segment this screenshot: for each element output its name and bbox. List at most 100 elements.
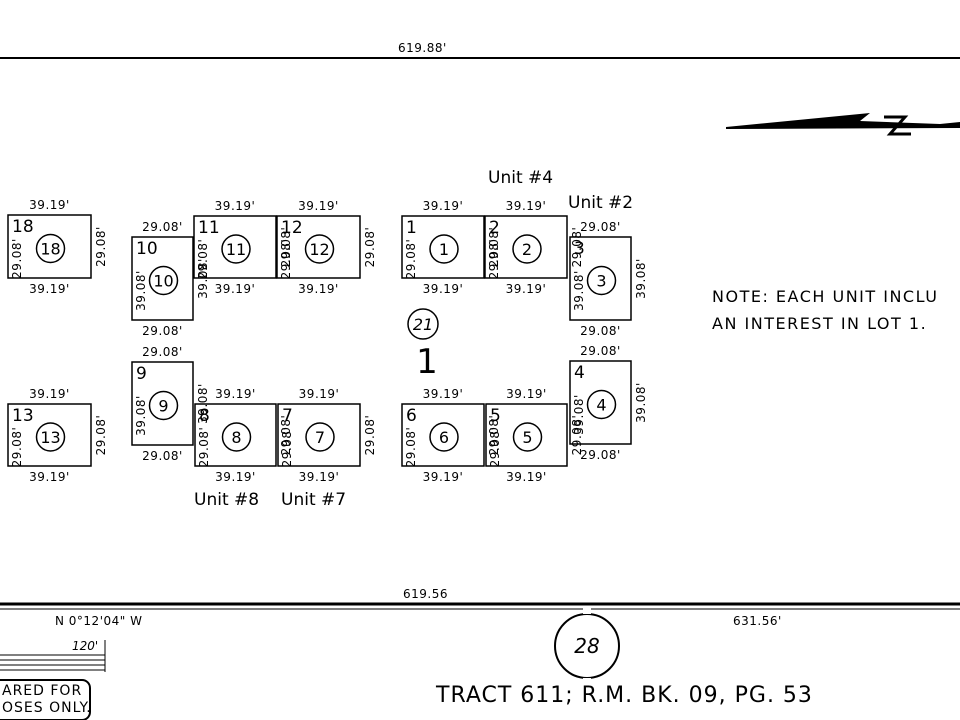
lot-21-number: 21 <box>413 315 433 334</box>
unit-boundary <box>401 215 485 279</box>
unit-circle-number: 13 <box>40 428 60 447</box>
dim-right: 29.08' <box>363 227 377 268</box>
dim-top: 39.19' <box>299 387 340 401</box>
dim-top: 39.19' <box>29 387 70 401</box>
note-line-1: NOTE: EACH UNIT INCLU <box>712 287 938 306</box>
dim-right: 29.08' <box>279 415 293 456</box>
unit-boundary <box>131 361 194 446</box>
unit-number: 7 <box>282 406 293 426</box>
unit-circle-number: 1 <box>439 240 449 259</box>
unit-circle <box>586 389 617 420</box>
unit-circle <box>148 390 179 421</box>
dim-top: 29.08' <box>580 220 621 234</box>
unit-circle-number: 8 <box>231 428 241 447</box>
unit-number: 11 <box>198 218 220 238</box>
unit-label-7: Unit #7 <box>281 490 346 510</box>
bearing-text: N 0°12'04" W <box>55 614 142 628</box>
top-dimension: 619.88' <box>398 41 447 55</box>
unit-circle-number: 5 <box>522 428 532 447</box>
dim-top: 39.19' <box>215 387 256 401</box>
unit-number: 9 <box>136 364 147 384</box>
dim-right: 29.08' <box>487 227 501 268</box>
page-number: 28 <box>574 634 599 658</box>
tract-title: TRACT 611; R.M. BK. 09, PG. 53 <box>435 683 813 708</box>
dim-top: 39.19' <box>298 199 339 213</box>
dim-top: 29.08' <box>142 220 183 234</box>
unit-circle-number: 2 <box>522 240 532 259</box>
unit-boundary <box>7 214 92 279</box>
dim-left: 29.08' <box>404 239 418 280</box>
unit-number: 4 <box>574 363 585 383</box>
units-layer: 181839.19'39.19'29.08'29.08'101029.08'29… <box>7 198 648 484</box>
dim-bottom: 39.19' <box>423 282 464 296</box>
unit-label-4: Unit #4 <box>488 168 553 188</box>
dim-left: 39.08' <box>134 395 148 436</box>
north-arrow-icon <box>726 113 960 136</box>
unit-circle <box>35 233 66 264</box>
unit-boundary <box>569 360 632 445</box>
dim-bottom: 39.19' <box>215 470 256 484</box>
unit-circle-number: 10 <box>153 272 173 291</box>
note-line-2: AN INTEREST IN LOT 1. <box>712 314 927 333</box>
unit-circle <box>586 265 617 296</box>
unit-circle <box>429 422 459 452</box>
unit-circle-number: 3 <box>596 272 606 291</box>
stamp-box <box>0 679 91 720</box>
dim-left: 29.08' <box>280 427 294 468</box>
dim-right: 29.08' <box>363 415 377 456</box>
stamp-line-2: OSES ONLY. <box>2 700 92 716</box>
unit-boundary <box>193 215 277 279</box>
dim-top: 39.19' <box>215 199 256 213</box>
dim-right: 29.08' <box>94 226 108 267</box>
unit-circle <box>429 234 459 264</box>
dim-bottom: 29.08' <box>142 324 183 338</box>
unit-circle <box>221 422 252 452</box>
unit-boundary <box>485 403 568 467</box>
unit-boundary <box>194 403 277 467</box>
unit-number: 18 <box>12 217 34 237</box>
dim-top: 39.19' <box>423 199 464 213</box>
dim-right: 39.08' <box>634 382 648 423</box>
page-number-badge <box>554 608 620 684</box>
dim-right: 29.08' <box>279 227 293 268</box>
unit-boundary <box>7 403 92 467</box>
dim-top: 39.19' <box>506 199 547 213</box>
unit-number: 3 <box>574 239 585 259</box>
unit-circle-number: 9 <box>158 397 168 416</box>
unit-circle-number: 7 <box>315 428 325 447</box>
dim-top: 29.08' <box>142 345 183 359</box>
unit-number: 5 <box>490 406 501 426</box>
dim-left: 29.08' <box>487 239 501 280</box>
unit-number: 6 <box>406 406 417 426</box>
unit-circle <box>305 422 335 452</box>
bottom-dimension: 619.56 <box>403 587 448 601</box>
unit-number: 13 <box>12 406 34 426</box>
lot-21-marker: 21 <box>407 308 439 340</box>
unit-boundary <box>277 403 361 467</box>
dim-left: 29.08' <box>10 427 24 468</box>
dim-top: 39.19' <box>29 198 70 212</box>
dim-left: 39.08' <box>572 394 586 435</box>
dim-left: 29.08' <box>488 427 502 468</box>
dim-right: 29.08' <box>570 415 584 456</box>
unit-circle-number: 4 <box>596 396 606 415</box>
unit-label-8: Unit #8 <box>194 490 259 510</box>
dim-bottom: 39.19' <box>29 282 70 296</box>
unit-circle-number: 6 <box>439 428 449 447</box>
unit-number: 12 <box>281 218 303 238</box>
dim-left: 29.08' <box>196 239 210 280</box>
dim-bottom: 39.19' <box>506 282 547 296</box>
dim-bottom: 39.19' <box>423 470 464 484</box>
unit-label-2: Unit #2 <box>568 193 633 213</box>
scale-bar <box>0 640 106 672</box>
dim-left: 29.08' <box>404 427 418 468</box>
